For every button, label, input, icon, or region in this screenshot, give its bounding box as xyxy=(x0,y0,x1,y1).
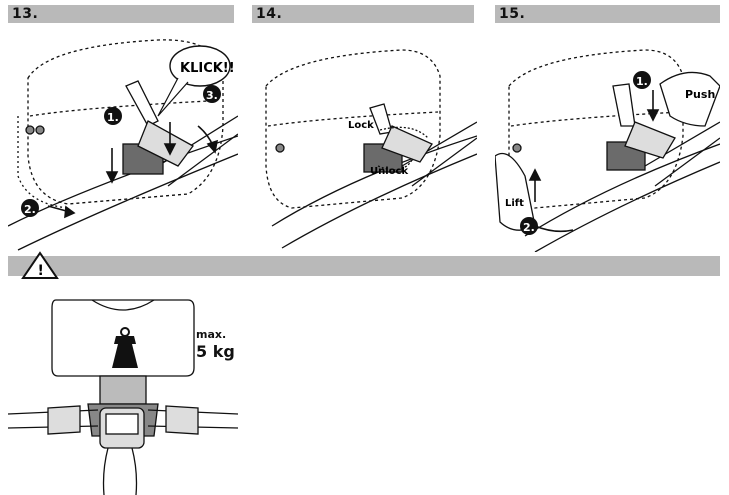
svg-text:!: ! xyxy=(38,263,44,279)
step-13-callout-1: 1. xyxy=(107,111,119,124)
step-13-header: 13. xyxy=(8,5,234,23)
weight-limit-illustration xyxy=(8,299,238,495)
step-13-number: 13. xyxy=(12,6,39,22)
unlock-label: Unlock xyxy=(370,166,408,177)
step-13-callout-3: 3. xyxy=(206,89,218,102)
step-15-callout-2: 2. xyxy=(523,221,535,234)
step-15-callout-1: 1. xyxy=(636,75,648,88)
step-13-illustration: KLICK!! 1. 2. 3. xyxy=(8,39,238,251)
step-15-illustration: 1. 2. Push Lift xyxy=(495,49,720,252)
warning-triangle-icon: ! xyxy=(21,251,59,279)
warning-header: ! xyxy=(8,251,720,279)
step-15-header: 15. xyxy=(495,5,720,23)
max-weight-value: 5 kg xyxy=(196,342,235,361)
weight-icon xyxy=(112,327,138,368)
lock-label: Lock xyxy=(348,120,374,131)
klick-callout: KLICK!! xyxy=(180,61,235,76)
step-15-number: 15. xyxy=(499,6,526,22)
lift-label: Lift xyxy=(505,198,524,209)
push-label: Push xyxy=(685,88,715,101)
step-13-callout-2: 2. xyxy=(24,203,36,216)
step-14-header: 14. xyxy=(252,5,474,23)
max-label: max. xyxy=(196,328,227,341)
step-14-number: 14. xyxy=(256,6,283,22)
step-14-illustration: Lock Unlock xyxy=(265,49,477,249)
